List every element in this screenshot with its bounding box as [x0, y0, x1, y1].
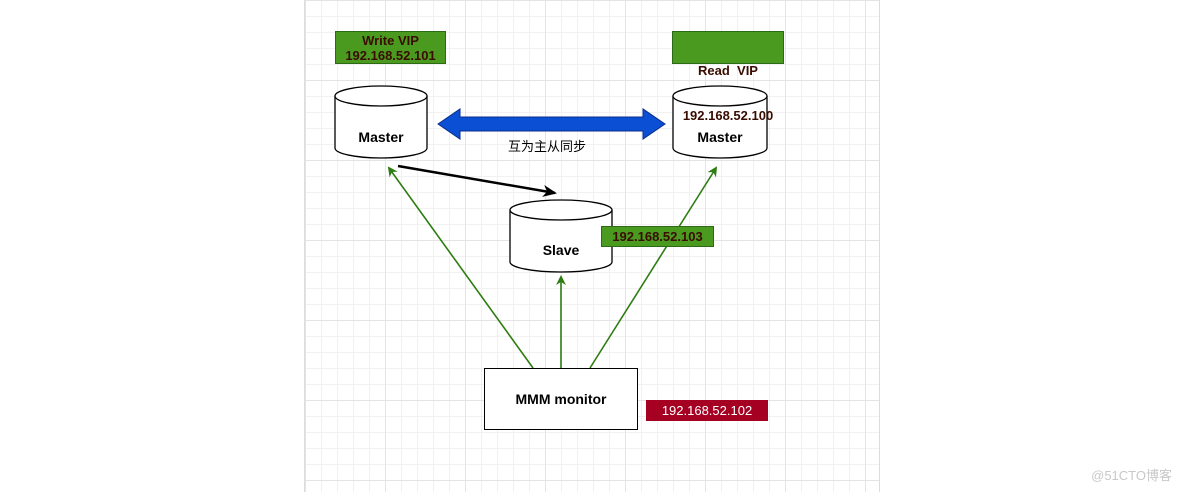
monitor-to-master-right-arrow [589, 166, 718, 369]
read-vip-ip: 192.168.52.100 [682, 108, 774, 123]
read-vip-title: Read VIP [698, 63, 758, 78]
watermark: @51CTO博客 [1091, 468, 1172, 483]
master-right-db-icon [672, 85, 768, 159]
slave-db-icon [509, 199, 613, 273]
slave-ip-tag: 192.168.52.103 [601, 226, 714, 247]
master-left-db-icon [334, 85, 428, 159]
master-right-label: Master [697, 129, 743, 145]
monitor-to-master-left-arrow [387, 166, 534, 369]
master-left-label: Master [358, 129, 404, 145]
mmm-monitor-label: MMM monitor [515, 391, 607, 407]
write-vip-tag: Write VIP 192.168.52.101 [335, 31, 446, 64]
sync-double-arrow [437, 108, 666, 140]
read-vip-tag: Read VIP 192.168.52.100 [672, 31, 784, 123]
slave-label: Slave [542, 242, 580, 258]
monitor-ip-tag: 192.168.52.102 [646, 400, 768, 421]
replication-arrow [397, 164, 557, 197]
write-vip-title: Write VIP [362, 33, 419, 48]
sync-label: 互为主从同步 [508, 140, 587, 155]
mmm-monitor-box: MMM monitor [484, 368, 638, 430]
write-vip-ip: 192.168.52.101 [345, 48, 436, 63]
